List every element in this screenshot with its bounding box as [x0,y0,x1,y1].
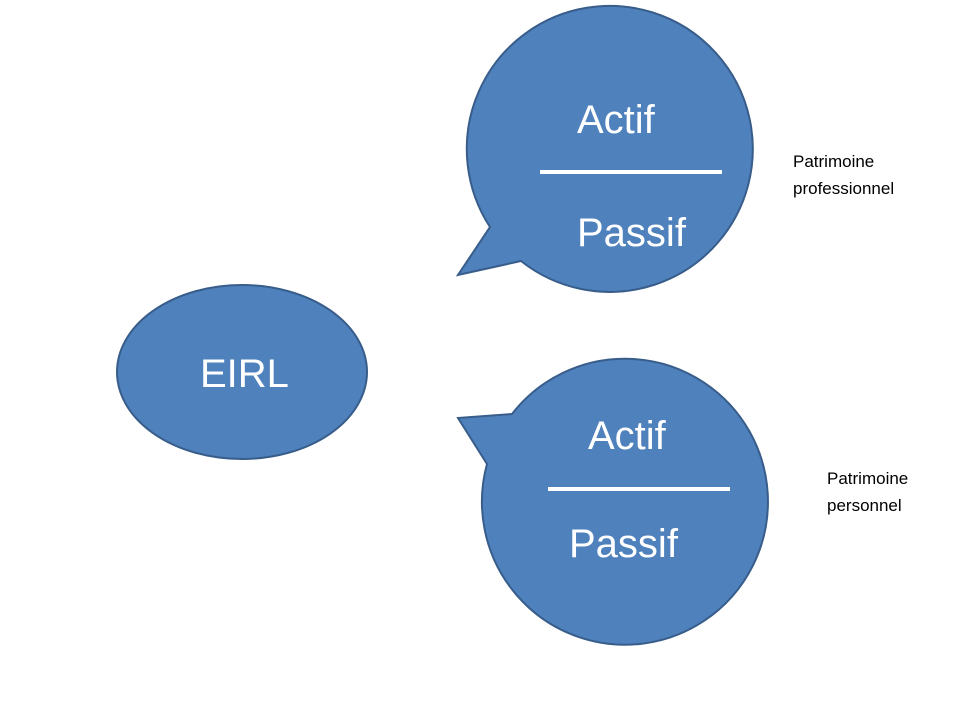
professional-actif-label: Actif [577,98,655,142]
professional-caption-line2: professionnel [793,179,895,198]
eirl-label: EIRL [200,352,289,396]
personal-passif-label: Passif [569,522,678,566]
personal-assets-bubble [456,357,769,646]
personal-caption-line1: Patrimoine [827,469,909,488]
professional-assets-bubble [455,4,754,293]
eirl-ellipse [116,284,368,460]
personal-actif-label: Actif [588,414,666,458]
professional-caption-line1: Patrimoine [793,152,875,171]
professional-passif-label: Passif [577,211,686,255]
personal-caption-line2: personnel [827,496,902,515]
